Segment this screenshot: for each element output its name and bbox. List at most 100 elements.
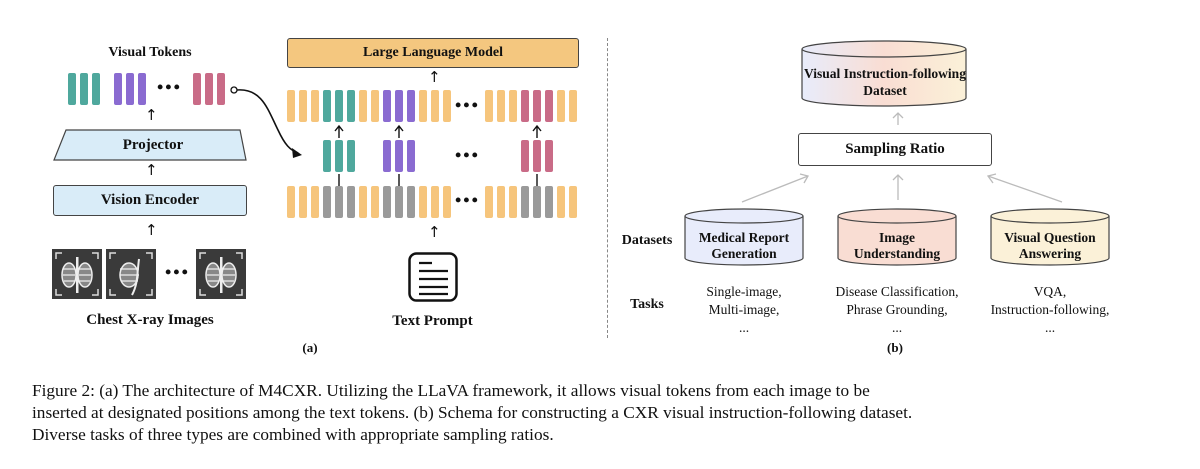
caption-line: Diverse tasks of three types are combine… [32,425,554,444]
inserted-visual-token [395,140,403,172]
dataset-label-line2: Answering [1018,246,1082,261]
figure-caption: Figure 2: (a) The architecture of M4CXR.… [32,380,1182,446]
chest-xray-image [196,249,246,299]
sampling-ratio-label: Sampling Ratio [845,141,945,157]
visual-token [533,90,541,122]
visual-token [323,90,331,122]
text-token [443,90,451,122]
task-item: ... [1044,320,1056,335]
text-token [419,186,427,218]
text-token [287,186,295,218]
dataset-tasks: Disease Classification, Phrase Grounding,… [797,283,997,337]
placeholder-token [407,186,415,218]
visual-token [92,73,100,105]
arrow-up-icon [532,124,542,138]
text-token [419,90,427,122]
visual-token [114,73,122,105]
arrow-up-icon [394,124,404,138]
text-prompt-label: Text Prompt [392,313,473,329]
task-item: ... [738,320,750,335]
inserted-visual-token [347,140,355,172]
inserted-visual-token [323,140,331,172]
visual-token [347,90,355,122]
task-item: VQA, [1033,284,1067,299]
text-token [569,90,577,122]
text-token [509,90,517,122]
text-token [431,90,439,122]
arrow-up-icon: ↑ [145,161,158,179]
dataset-tasks: VQA, Instruction-following,... [950,283,1150,337]
tasks-row-label: Tasks [630,297,664,312]
llm-box: Large Language Model [287,38,579,68]
panel-divider [607,38,608,338]
llm-label: Large Language Model [363,45,503,60]
task-item: Instruction-following, [990,302,1110,317]
dataset-label-line2: Understanding [853,246,941,261]
inserted-visual-token [521,140,529,172]
visual-tokens-ellipsis: ••• [157,77,182,97]
arrow-up-icon: ↑ [428,223,441,241]
task-item: Multi-image, [708,302,780,317]
panel-a-label: (a) [302,340,318,355]
visual-token [395,90,403,122]
text-token [485,90,493,122]
placeholder-token [383,186,391,218]
text-token [443,186,451,218]
visual-token [193,73,201,105]
text-token [485,186,493,218]
chest-xray-image [106,249,156,299]
placeholder-token [323,186,331,218]
task-item: ... [891,320,903,335]
vision-encoder-box: Vision Encoder [53,185,247,216]
placeholder-token [347,186,355,218]
visual-token [126,73,134,105]
arrow-up-icon: ↑ [145,221,158,239]
text-token [497,90,505,122]
visual-tokens-label: Visual Tokens [108,45,192,60]
lower-row-ellipsis: ••• [455,190,480,210]
visual-token [217,73,225,105]
task-item: Single-image, [706,284,782,299]
visual-token [138,73,146,105]
text-token [359,186,367,218]
text-token [569,186,577,218]
text-token [311,90,319,122]
caption-line: Figure 2: (a) The architecture of M4CXR.… [32,381,870,400]
dataset-label-line1: Image [879,230,915,245]
panel-b-label: (b) [887,340,903,355]
placeholder-token [521,186,529,218]
projector-label: Projector [122,137,184,153]
inserted-visual-token [407,140,415,172]
inserted-visual-token [335,140,343,172]
instruction-dataset-label-line2: Dataset [863,83,907,98]
visual-token [80,73,88,105]
caption-line: inserted at designated positions among t… [32,403,913,422]
task-item: Phrase Grounding, [846,302,948,317]
placeholder-token [545,186,553,218]
dataset-tasks: Single-image, Multi-image,... [644,283,844,337]
task-item: Disease Classification, [835,284,959,299]
inserted-visual-token [533,140,541,172]
visual-token [521,90,529,122]
text-token [299,90,307,122]
text-token [359,90,367,122]
images-ellipsis: ••• [165,262,190,282]
text-token [431,186,439,218]
placeholder-token [395,186,403,218]
text-token [509,186,517,218]
visual-token [335,90,343,122]
text-token [299,186,307,218]
document-icon [408,252,458,302]
chest-xray-image [52,249,102,299]
dataset-label-line1: Visual Question [1004,230,1096,245]
visual-token [383,90,391,122]
arrow-up-icon: ↑ [145,106,158,124]
visual-token [545,90,553,122]
arrow-up-icon [334,124,344,138]
visual-token [205,73,213,105]
text-token [371,186,379,218]
middle-row-ellipsis: ••• [455,145,480,165]
